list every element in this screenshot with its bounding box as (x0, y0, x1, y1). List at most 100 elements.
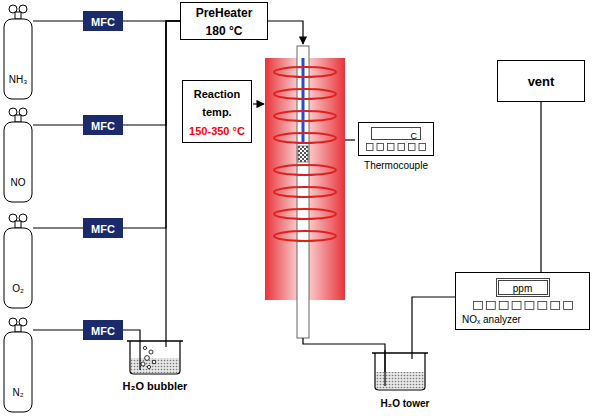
label-slot: MFC (91, 12, 115, 30)
panel-button (486, 302, 495, 310)
node-sublabel: NOₓ analyzer (462, 314, 521, 325)
node-label: N₂ (12, 387, 23, 398)
label-slot: O₂ (3, 281, 33, 295)
node-label: H₂O bubbler (123, 380, 188, 392)
cylinder-neck (15, 325, 21, 332)
heating-coil (274, 133, 336, 143)
mfc-box: MFC (83, 115, 123, 135)
vessel-wall (375, 353, 425, 390)
panel-button (419, 144, 426, 151)
heating-coil (274, 111, 336, 121)
gas-line (123, 21, 180, 125)
cylinder-neck (15, 115, 21, 122)
vent-box: vent (497, 60, 585, 102)
gas-bubble (147, 365, 150, 368)
outlet-tube (165, 338, 166, 347)
panel-button (367, 144, 374, 151)
label-slot: NOₓ analyzer (462, 312, 583, 326)
panel-button (409, 144, 416, 151)
heating-coil (274, 165, 336, 175)
heating-coil (274, 67, 336, 77)
control-line (253, 103, 264, 104)
gas-cylinder: O₂ (3, 212, 33, 309)
node-label: O₂ (12, 283, 24, 294)
preheater-box: PreHeater 180 °C (180, 2, 268, 40)
gas-line (33, 20, 83, 21)
water-level (376, 372, 424, 389)
gas-bubble (145, 356, 150, 361)
node-sublabel: Thermocouple (364, 160, 428, 171)
cylinder-outline (3, 106, 33, 203)
panel-button (525, 302, 534, 310)
heating-coil (274, 231, 336, 241)
node-label: MFC (91, 16, 115, 28)
gas-line (33, 329, 83, 330)
cylinder-body (4, 332, 32, 412)
node-label: NH₃ (9, 74, 28, 85)
vessel-lid (127, 340, 183, 342)
vessel-wall (130, 341, 180, 374)
label-slot: Reaction temp. (187, 84, 247, 121)
gas-line (166, 21, 180, 338)
node-label: MFC (91, 325, 115, 337)
nox-analyzer: ppmNOₓ analyzer (455, 272, 590, 330)
vessel-outline (370, 350, 440, 392)
node-label: MFC (91, 120, 115, 132)
cylinder-outline (3, 316, 33, 413)
gas-line (33, 124, 83, 125)
inlet-tube (139, 338, 140, 370)
node-label: MFC (91, 223, 115, 235)
furnace-wall (265, 58, 297, 300)
label-slot: H₂O tower (370, 395, 440, 410)
panel-button (563, 302, 572, 310)
label-slot: N₂ (3, 385, 33, 399)
node-sublabel: 180 °C (206, 24, 243, 38)
outlet-tube (411, 350, 412, 359)
panel-button (473, 302, 482, 310)
heating-coil (274, 209, 336, 219)
label-slot: vent (528, 72, 555, 90)
gas-line (123, 21, 180, 228)
node-label: Reaction temp. (194, 88, 240, 118)
inlet-tube (384, 350, 385, 386)
mfc-box: MFC (83, 320, 123, 340)
feed-line (268, 21, 303, 44)
gas-line (540, 102, 541, 272)
heating-coil (274, 187, 336, 197)
panel-button (388, 144, 395, 151)
gas-cylinder: NO (3, 106, 33, 203)
label-slot: MFC (91, 219, 115, 237)
gas-line (33, 227, 83, 228)
gas-bubble (152, 360, 156, 364)
node-sublabel: 150-350 °C (189, 125, 245, 137)
panel-button (512, 302, 521, 310)
label-slot: H₂O bubbler (118, 378, 192, 393)
label-slot: NH₃ (3, 72, 33, 86)
vessel-outline (118, 338, 192, 376)
button-row (366, 143, 426, 151)
label-slot: Thermocouple (364, 158, 428, 172)
thermocouple-wire (345, 139, 355, 140)
catalyst-bed (298, 146, 308, 162)
node-label: ppm (513, 283, 532, 294)
node-label: H₂O tower (381, 398, 430, 409)
cylinder-outline (3, 3, 33, 100)
mfc-box: MFC (83, 218, 123, 238)
heating-coil (274, 89, 336, 99)
panel-button (398, 144, 405, 151)
water-trap-vessel: H₂O tower (370, 350, 440, 412)
meter-display: C (371, 127, 421, 140)
button-row (473, 301, 573, 310)
label-slot: MFC (91, 321, 115, 339)
water-level (131, 358, 179, 373)
vessel-lid (372, 352, 428, 354)
cylinder-outline (3, 212, 33, 309)
node-label: C (411, 131, 418, 141)
gas-line (412, 297, 455, 350)
label-slot: 180 °C (206, 21, 243, 39)
node-label: vent (528, 74, 555, 89)
gas-bubble (143, 346, 146, 349)
gas-bubble (149, 350, 153, 354)
label-slot: PreHeater (196, 3, 253, 21)
